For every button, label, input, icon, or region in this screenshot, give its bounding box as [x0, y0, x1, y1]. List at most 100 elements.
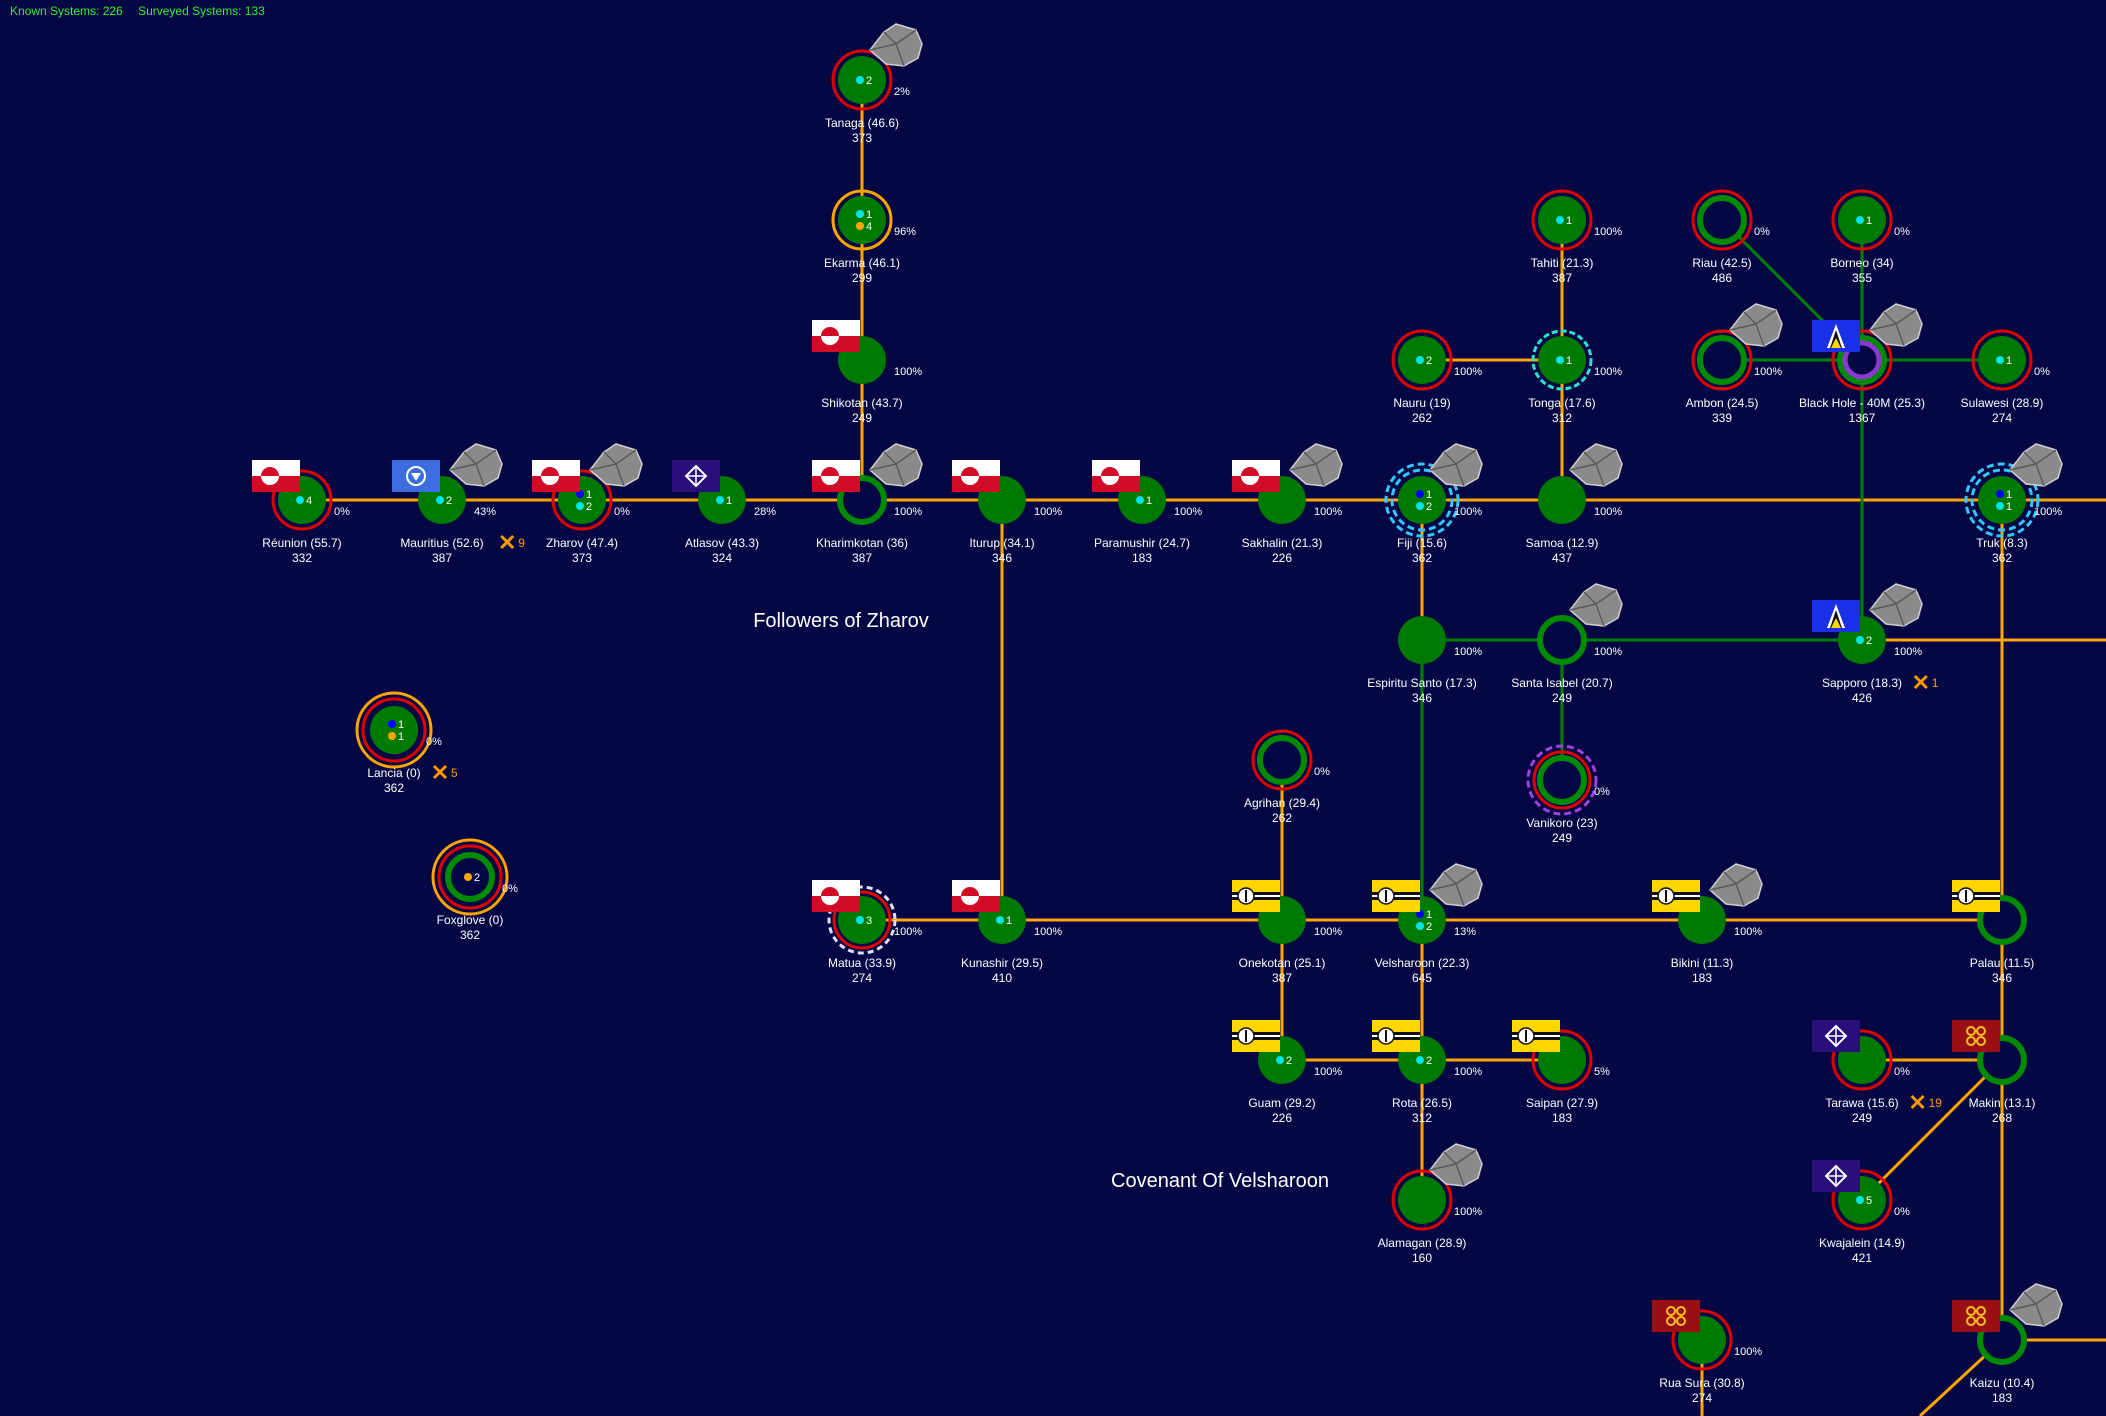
population-dot: [464, 873, 472, 881]
flag-icon: [1372, 880, 1420, 912]
system-node-kharimkotan[interactable]: 100%Kharimkotan (36)387: [812, 443, 923, 565]
system-node-iturup[interactable]: 100%Iturup (34.1)346: [952, 460, 1062, 565]
system-node-saipan[interactable]: 5%Saipan (27.9)183: [1512, 1020, 1610, 1125]
flag-icon: [252, 460, 300, 492]
system-node-tanaga[interactable]: 22%Tanaga (46.6)373: [825, 23, 923, 145]
system-name: Sapporo (18.3): [1822, 676, 1902, 690]
system-body[interactable]: [1537, 615, 1587, 665]
population-count: 5: [1866, 1195, 1872, 1207]
system-body[interactable]: [1978, 476, 2026, 524]
system-node-blackhole[interactable]: Black Hole - 40M (25.3)1367: [1799, 303, 1925, 425]
system-body[interactable]: [370, 706, 418, 754]
population-dot: [1136, 496, 1144, 504]
system-value: 249: [1852, 1111, 1872, 1125]
system-node-shikotan[interactable]: 100%Shikotan (43.7)249: [812, 320, 922, 425]
system-value: 299: [852, 271, 872, 285]
flag-icon: [1952, 1020, 2000, 1052]
population-dot: [996, 916, 1004, 924]
system-body[interactable]: [1398, 616, 1446, 664]
system-body[interactable]: [1537, 755, 1587, 805]
system-name: Iturup (34.1): [969, 536, 1034, 550]
survey-percent: 2%: [894, 86, 910, 98]
system-node-ruasura[interactable]: 100%Rua Sura (30.8)274: [1652, 1300, 1762, 1405]
system-node-atlasov[interactable]: 128%Atlasov (43.3)324: [672, 460, 776, 565]
warning-count: 19: [1929, 1096, 1943, 1110]
asteroid-icon: [2008, 443, 2063, 487]
system-node-borneo[interactable]: 10%Borneo (34)355: [1830, 189, 1910, 285]
system-node-santaisabel[interactable]: 100%Santa Isabel (20.7)249: [1511, 583, 1623, 705]
ring: [1531, 329, 1593, 391]
system-name: Bikini (11.3): [1671, 956, 1733, 970]
system-body[interactable]: [1398, 476, 1446, 524]
system-body[interactable]: [1697, 335, 1747, 385]
survey-percent: 100%: [1894, 646, 1922, 658]
system-body[interactable]: [1398, 1176, 1446, 1224]
system-node-kwajalein[interactable]: 50%Kwajalein (14.9)421: [1812, 1160, 1910, 1265]
system-node-palau[interactable]: Palau (11.5)346: [1952, 880, 2034, 985]
system-node-onekotan[interactable]: 100%Onekotan (25.1)387: [1232, 880, 1342, 985]
system-node-kaizu[interactable]: Kaizu (10.4)183: [1952, 1283, 2063, 1405]
system-node-espiritu[interactable]: 100%Espiritu Santo (17.3)346: [1367, 616, 1482, 705]
system-node-foxglove[interactable]: 20%Foxglove (0)362: [431, 838, 518, 942]
ring: [1390, 468, 1454, 532]
system-value: 346: [992, 551, 1012, 565]
system-node-samoa[interactable]: 100%Samoa (12.9)437: [1526, 443, 1623, 565]
survey-percent: 0%: [2034, 366, 2050, 378]
system-node-alamagan[interactable]: 100%Alamagan (28.9)160: [1378, 1143, 1483, 1265]
system-node-vanikoro[interactable]: 0%Vanikoro (23)249: [1526, 744, 1610, 845]
ring: [1691, 329, 1753, 391]
system-value: 362: [384, 781, 404, 795]
system-name: Tahiti (21.3): [1531, 256, 1594, 270]
survey-percent: 100%: [2034, 506, 2062, 518]
survey-percent: 96%: [894, 226, 916, 238]
system-node-makin[interactable]: Makin (13.1)268: [1952, 1020, 2035, 1125]
system-node-sakhalin[interactable]: 100%Sakhalin (21.3)226: [1232, 443, 1343, 565]
system-node-riau[interactable]: 0%Riau (42.5)486: [1691, 189, 1770, 285]
ring: [1532, 750, 1592, 810]
system-body[interactable]: [1257, 735, 1307, 785]
system-value: 226: [1272, 1111, 1292, 1125]
system-node-ambon[interactable]: 100%Ambon (24.5)339: [1686, 303, 1783, 425]
system-body[interactable]: [838, 196, 886, 244]
system-body[interactable]: [1538, 476, 1586, 524]
system-value: 226: [1272, 551, 1292, 565]
system-name: Tarawa (15.6): [1825, 1096, 1898, 1110]
system-node-reunion[interactable]: 40%Réunion (55.7)332: [252, 460, 350, 565]
system-name: Kaizu (10.4): [1970, 1376, 2035, 1390]
population-count: 1: [1866, 215, 1872, 227]
system-node-bikini[interactable]: 100%Bikini (11.3)183: [1652, 863, 1763, 985]
known-systems-count: Known Systems: 226: [10, 4, 123, 18]
system-body[interactable]: [1697, 195, 1747, 245]
survey-percent: 100%: [1594, 226, 1622, 238]
warning-count: 9: [518, 536, 525, 550]
asteroid-icon: [868, 23, 923, 67]
flag-icon: [1812, 1020, 1860, 1052]
population-dot: [436, 496, 444, 504]
population-count: 3: [866, 915, 872, 927]
system-node-sulawesi[interactable]: 10%Sulawesi (28.9)274: [1961, 329, 2050, 425]
flag-icon: [1812, 600, 1860, 632]
survey-percent: 100%: [1594, 366, 1622, 378]
system-node-agrihan[interactable]: 0%Agrihan (29.4)262: [1244, 729, 1330, 825]
ring: [271, 469, 333, 531]
population-dot: [1856, 216, 1864, 224]
